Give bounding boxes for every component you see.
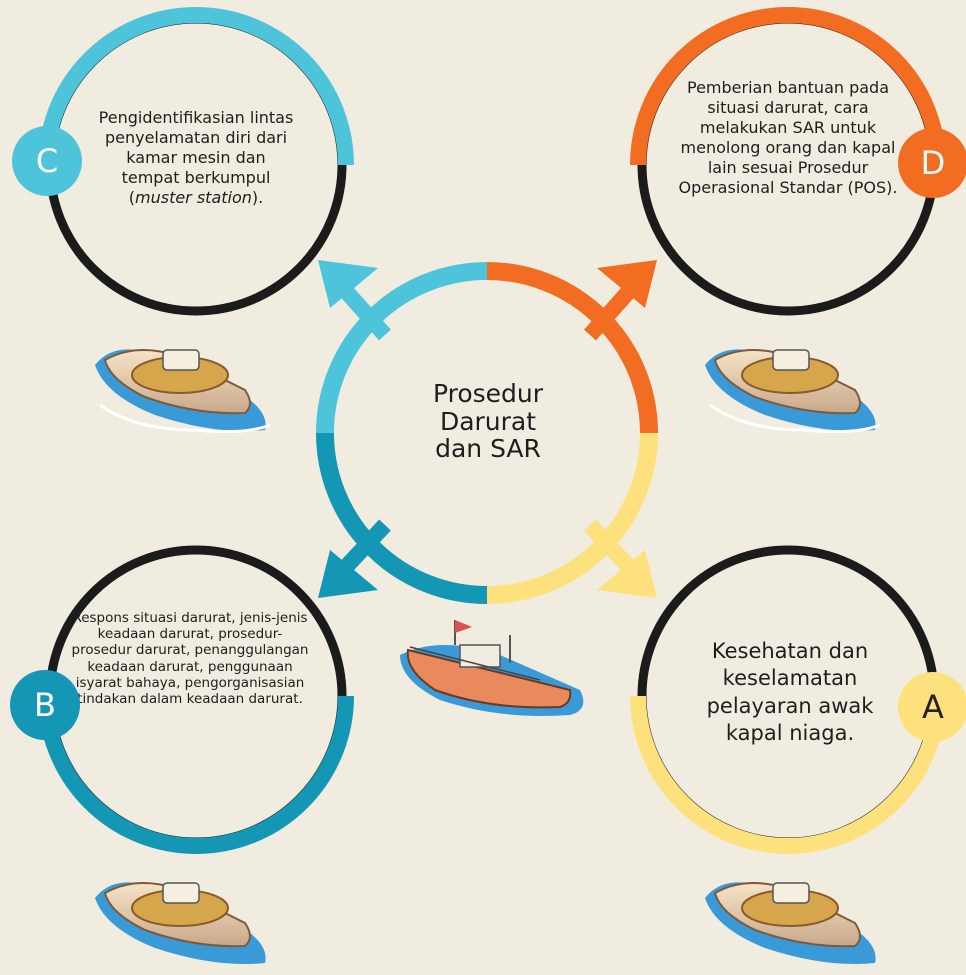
node-c-text-italic: muster station bbox=[135, 188, 252, 207]
node-a-letter-badge: A bbox=[898, 672, 966, 742]
center-title: Prosedur Darurat dan SAR bbox=[432, 379, 544, 463]
center-hub bbox=[316, 260, 658, 604]
node-a-ring bbox=[630, 545, 946, 854]
speedboat-illustration bbox=[705, 882, 876, 964]
speedboat-illustration bbox=[95, 349, 271, 434]
arrow-to-c bbox=[318, 260, 391, 341]
arrow-to-d bbox=[584, 260, 657, 341]
node-c-ring bbox=[38, 7, 354, 316]
node-a-text: Kesehatan dan keselamatan pelayaran awak… bbox=[706, 639, 874, 745]
speedboat-illustration bbox=[95, 882, 266, 964]
node-c-text-end: ). bbox=[251, 188, 264, 207]
node-c-letter-badge: C bbox=[12, 126, 82, 196]
node-d-letter-badge: D bbox=[898, 128, 966, 198]
speedboat-illustration bbox=[705, 349, 881, 434]
node-b-letter-badge: B bbox=[10, 670, 80, 740]
node-c-text-main: Pengidentifikasian lintas penyelamatan d… bbox=[98, 108, 294, 207]
fishing-ship-illustration bbox=[400, 620, 584, 716]
node-d-text: Pemberian bantuan pada situasi darurat, … bbox=[678, 78, 898, 197]
node-c-text: Pengidentifikasian lintas penyelamatan d… bbox=[96, 108, 296, 208]
node-b-text: Respons situasi darurat, jenis-jenis kea… bbox=[71, 610, 309, 707]
